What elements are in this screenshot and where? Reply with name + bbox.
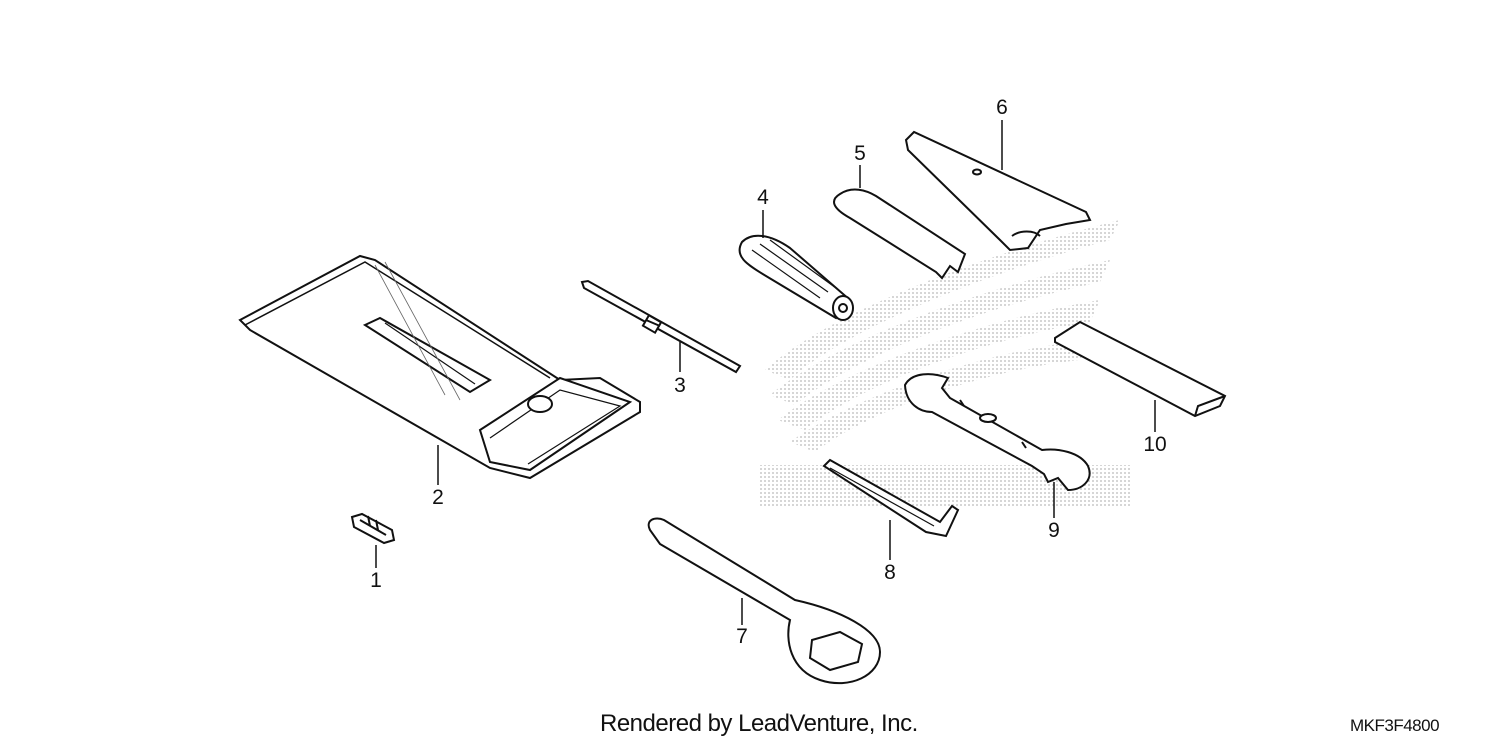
- part-10-strap: [1054, 320, 1227, 418]
- part-2-tool-bag: [238, 254, 641, 480]
- callout-8: 8: [884, 561, 896, 584]
- callout-10: 10: [1143, 433, 1167, 456]
- callout-3: 3: [674, 374, 686, 397]
- part-4-screwdriver-handle: [738, 234, 854, 321]
- callout-4: 4: [757, 186, 769, 209]
- leader-lines: [375, 120, 1156, 625]
- footer-credit: Rendered by LeadVenture, Inc.: [600, 710, 918, 737]
- part-8-hex-key: [822, 458, 960, 538]
- part-3-screwdriver-shaft: [580, 279, 742, 374]
- callout-6: 6: [996, 96, 1008, 119]
- part-9-open-end-wrench: [903, 373, 1091, 492]
- callout-5: 5: [854, 142, 866, 165]
- callout-2: 2: [432, 486, 444, 509]
- diagram-code: MKF3F4800: [1350, 716, 1440, 735]
- part-1-clip: [350, 512, 396, 545]
- part-6-pin-spanner: [904, 130, 1092, 252]
- callout-9: 9: [1048, 519, 1060, 542]
- part-5-flat-tool: [833, 188, 967, 280]
- callout-7: 7: [736, 625, 748, 648]
- part-7-ring-wrench: [647, 517, 882, 685]
- callout-1: 1: [370, 569, 382, 592]
